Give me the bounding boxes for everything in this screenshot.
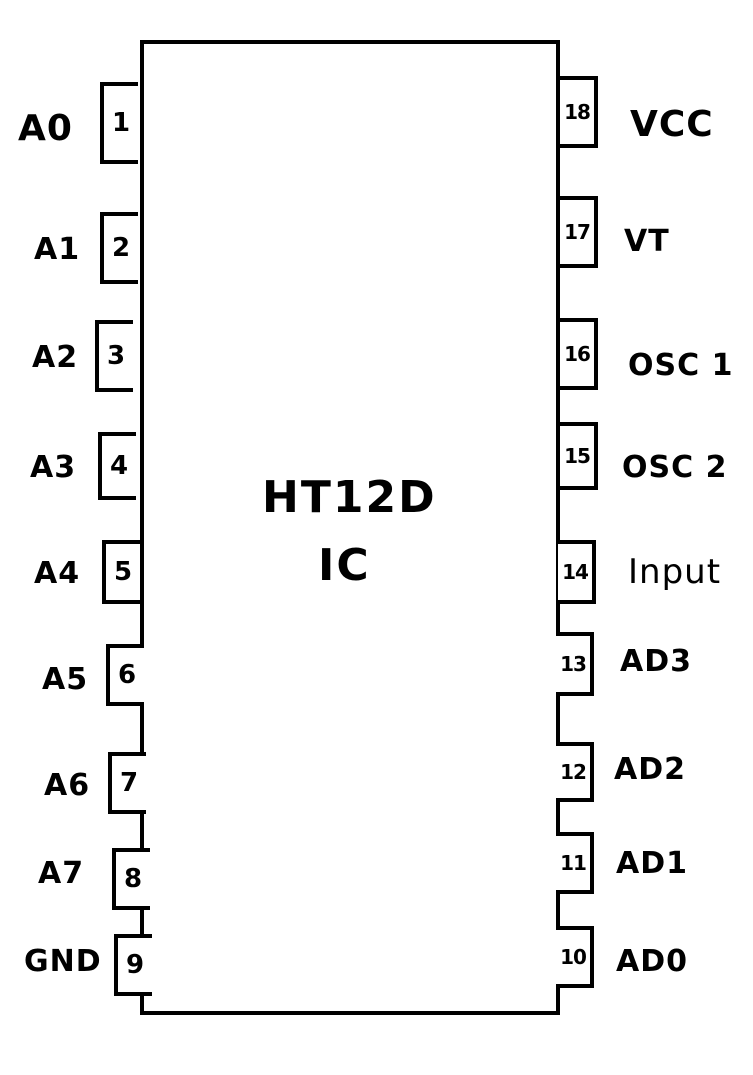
pin-number: 8 [123,864,143,894]
pin-label-osc2: OSC 2 [622,450,728,485]
pin-label-ad2: AD2 [614,752,686,787]
pin-label-a7: A7 [38,856,85,891]
pin-13: 13 [556,632,594,696]
pin-number: 17 [564,220,591,244]
pin-number: 1 [111,108,131,138]
pin-14: 14 [558,540,596,604]
pin-number: 13 [560,652,587,676]
ic-body [140,40,560,1015]
pin-1: 1 [100,82,138,164]
pin-number: 16 [564,342,591,366]
pin-number: 5 [113,557,133,587]
pin-number: 3 [106,341,126,371]
pin-10: 10 [556,926,594,988]
pin-5: 5 [102,540,140,604]
pin-number: 10 [560,945,587,969]
pin-17: 17 [560,196,598,268]
pin-number: 7 [119,768,139,798]
chip-subtitle: IC [318,540,371,591]
pin-12: 12 [556,742,594,802]
pin-number: 18 [564,100,591,124]
pin-number: 4 [109,451,129,481]
pin-4: 4 [98,432,136,500]
pin-15: 15 [560,422,598,490]
pin-2: 2 [100,212,138,284]
pin-label-a1: A1 [34,232,81,267]
pin-label-a5: A5 [42,662,89,697]
pin-label-ad1: AD1 [616,846,688,881]
pin-label-a2: A2 [32,340,79,375]
pin-label-a4: A4 [34,556,81,591]
pin-label-ad3: AD3 [620,644,692,679]
pin-9: 9 [114,934,152,996]
pin-number: 6 [117,660,137,690]
pin-7: 7 [108,752,146,814]
pin-3: 3 [95,320,133,392]
pin-11: 11 [556,832,594,894]
pin-6: 6 [106,644,144,706]
pin-number: 15 [564,444,591,468]
pin-label-input: Input [628,552,722,592]
pin-18: 18 [560,76,598,148]
pin-label-vt: VT [624,224,670,259]
pin-number: 14 [562,560,589,584]
pin-label-gnd: GND [24,944,102,979]
pin-label-ad0: AD0 [616,944,688,979]
pin-label-a6: A6 [44,768,91,803]
pin-label-a0: A0 [18,108,73,149]
pin-16: 16 [560,318,598,390]
pin-number: 9 [125,950,145,980]
pin-number: 11 [560,851,587,875]
pin-8: 8 [112,848,150,910]
chip-title: HT12D [262,472,437,523]
pin-label-vcc: VCC [630,104,714,145]
pin-number: 12 [560,760,587,784]
pin-number: 2 [111,233,131,263]
pin-label-osc1: OSC 1 [628,348,734,383]
pin-label-a3: A3 [30,450,77,485]
